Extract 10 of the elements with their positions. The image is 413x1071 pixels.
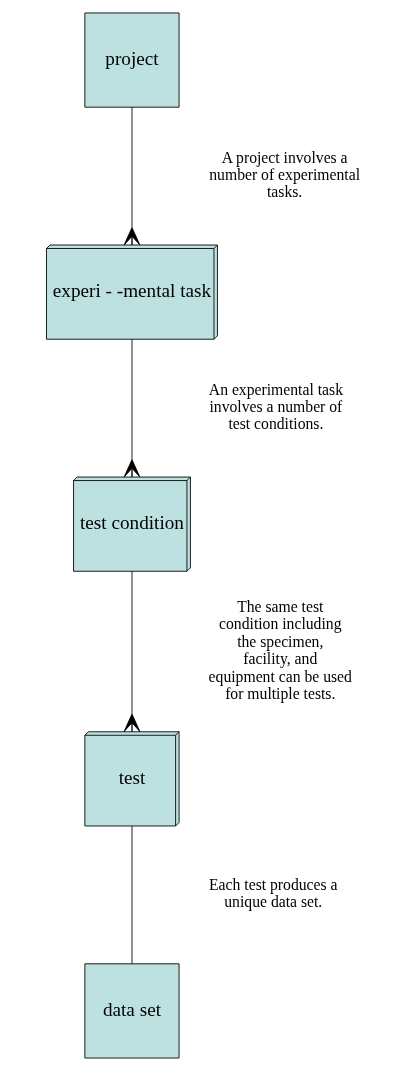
connector <box>123 338 140 478</box>
label: A project involves a number of experimental tasks. <box>208 148 360 201</box>
label: Each test produces a unique data set. <box>208 876 338 911</box>
label: An experimental task involves a number of test conditions. <box>208 380 343 433</box>
node-box: project <box>83 12 180 108</box>
node-box: data set <box>83 963 180 1059</box>
connector <box>123 106 140 246</box>
connector <box>123 571 140 732</box>
label: The same test condition including the specimen, facility, and equipment can be used for multiple tests. <box>208 597 352 702</box>
connector <box>131 825 132 965</box>
